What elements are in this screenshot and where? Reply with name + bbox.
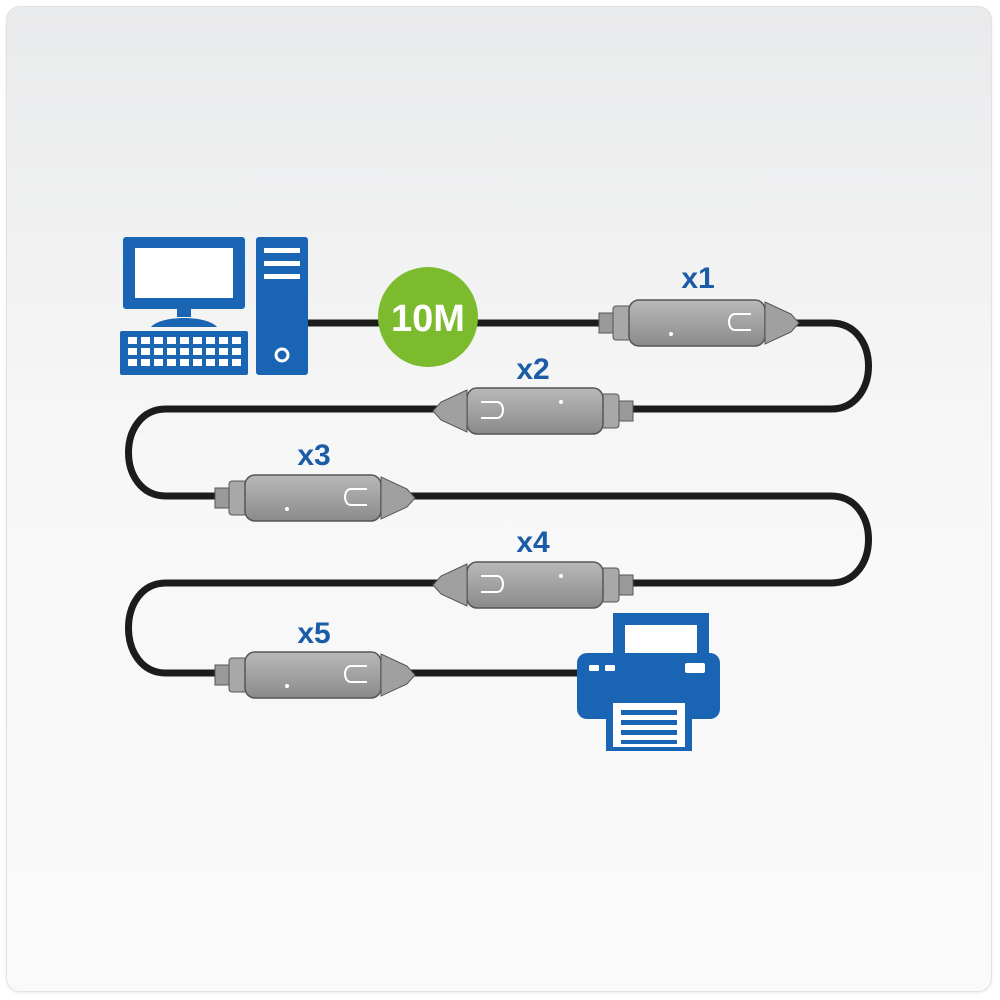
desktop-computer-icon [120,237,308,375]
length-badge-text: 10M [391,298,465,340]
printer-icon [577,613,720,751]
extender-1 [598,299,800,347]
extender-1-label: x1 [681,262,714,295]
extender-3 [214,474,416,522]
length-badge: 10M [378,267,478,367]
diagram-frame: 10M x1 x2 x3 x4 [6,6,992,992]
extender-4-label: x4 [516,526,550,559]
extender-5-label: x5 [297,617,330,650]
extender-3-label: x3 [297,439,330,472]
cable-chain-diagram: 10M x1 x2 x3 x4 [120,237,872,751]
usb-cable [125,319,872,677]
extender-2 [432,387,634,435]
extender-4 [432,561,634,609]
extender-2-label: x2 [516,353,549,386]
extender-5 [214,651,416,699]
